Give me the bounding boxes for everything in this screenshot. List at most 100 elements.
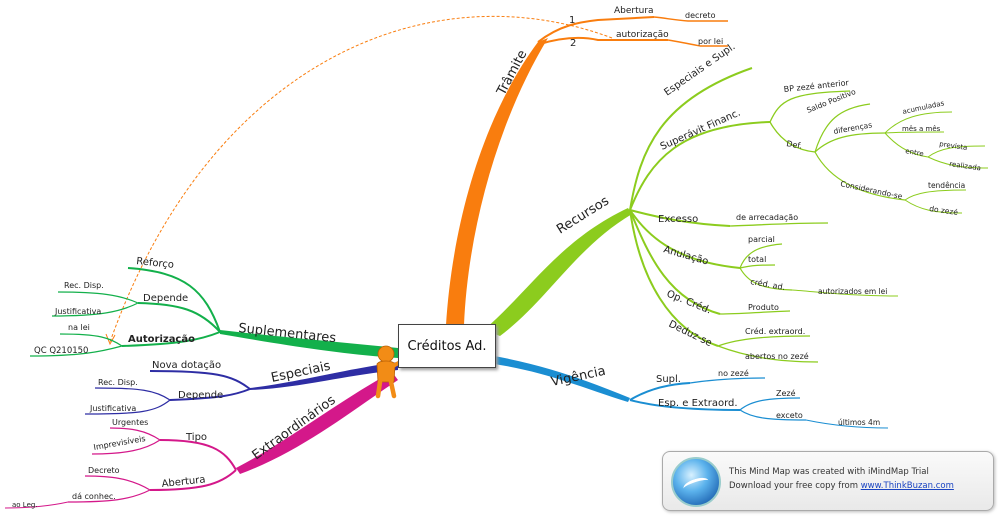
label-autorizacao-bold: Autorização xyxy=(128,334,195,345)
line-do-zeze xyxy=(904,199,963,214)
branch-vigencia: Vigência Supl. no zezé Esp. e Extraord. … xyxy=(494,356,889,429)
line-nova-dotacao xyxy=(149,370,251,390)
label-rec-disp: Rec. Disp. xyxy=(64,281,104,290)
line-mes-a-mes xyxy=(884,131,945,134)
line-acumuladas xyxy=(884,111,953,134)
label-autorizados-em-lei: autorizados em lei xyxy=(818,287,887,296)
especiais-main-branch xyxy=(250,362,398,390)
line-cred-ad xyxy=(739,267,793,291)
line-tipo xyxy=(159,439,237,471)
line-ao-leg xyxy=(4,501,69,509)
label-parcial: parcial xyxy=(748,235,775,244)
line-autorizados-em-lei xyxy=(791,289,899,297)
trial-download-prefix: Download your free copy from xyxy=(729,481,859,491)
arrowhead-icon xyxy=(105,333,116,346)
label-de-arrecadacao: de arrecadação xyxy=(736,213,798,222)
label-tendencia: tendência xyxy=(928,181,965,190)
label-abertura: Abertura xyxy=(614,6,654,16)
line-op-cred xyxy=(629,209,721,315)
label-abertos-no-zeze: abertos no zezé xyxy=(745,351,809,361)
label-no-zeze: no zezé xyxy=(718,368,749,378)
label-justificativa: Justificativa xyxy=(54,307,101,316)
central-topic-label: Créditos Ad. xyxy=(407,338,487,354)
label-justificativa2: Justificativa xyxy=(89,404,136,413)
label-deduz-se: Deduz-se xyxy=(667,319,714,349)
recursos-main-branch xyxy=(484,208,632,336)
imindmap-logo-icon xyxy=(671,457,721,507)
label-tramite-1: 1 xyxy=(569,15,575,26)
label-tipo: Tipo xyxy=(185,432,207,443)
label-esp-extraord: Esp. e Extraord. xyxy=(658,398,738,409)
extraordinarios-main-branch xyxy=(236,372,398,474)
label-abertura2: Abertura xyxy=(161,474,206,490)
label-acumuladas: acumuladas xyxy=(902,99,946,116)
central-topic: Créditos Ad. xyxy=(398,324,496,368)
line-supl xyxy=(629,382,691,401)
tramite-line-2 xyxy=(539,36,668,45)
branch-recursos: Recursos Especiais e Supl. Superávit Fin… xyxy=(484,41,989,363)
label-prevista: prevista xyxy=(939,140,968,152)
dashed-relationship-arrow xyxy=(109,15,613,343)
label-entre: entre xyxy=(905,147,925,158)
tramite-line-1 xyxy=(537,16,655,43)
line-no-zeze xyxy=(689,377,766,384)
label-decreto2: Decreto xyxy=(88,466,120,475)
label-op-cred: Op. Créd. xyxy=(665,288,713,317)
line-ultimos-4m xyxy=(805,419,889,429)
branch-extraordinarios: Extraordinários Tipo Urgentes Imprevisív… xyxy=(4,372,398,509)
label-nova-dotacao: Nova dotação xyxy=(152,360,221,371)
line-abertura2 xyxy=(149,469,237,491)
label-depende: Depende xyxy=(143,293,188,304)
label-na-lei: na lei xyxy=(68,323,90,332)
label-ao-leg: ao Leg. xyxy=(12,501,38,509)
line-rec-disp2 xyxy=(94,387,171,401)
trial-message: This Mind Map was created with iMindMap … xyxy=(729,467,929,477)
label-urgentes: Urgentes xyxy=(112,418,148,427)
line-anulacao xyxy=(629,209,741,269)
line-deduz-se xyxy=(629,209,719,347)
thinkbuzan-link[interactable]: www.ThinkBuzan.com xyxy=(860,481,954,491)
label-por-lei: por lei xyxy=(698,37,723,46)
line-abertos-no-zeze xyxy=(717,345,819,363)
line-entre xyxy=(884,132,929,158)
label-zeze: Zezé xyxy=(776,388,796,398)
line-produto xyxy=(719,310,791,315)
line-reforco xyxy=(127,267,221,333)
line-realizada xyxy=(927,156,989,169)
line-esp-extraord xyxy=(629,399,741,411)
label-excesso: Excesso xyxy=(658,214,698,225)
line-def xyxy=(769,121,816,153)
line-considerando-se xyxy=(814,151,906,201)
label-realizada: realizada xyxy=(949,160,982,172)
label-depende2: Depende xyxy=(178,390,223,401)
line-exceto xyxy=(739,409,807,421)
label-exceto: exceto xyxy=(776,411,803,420)
tramite-main-branch xyxy=(446,38,548,325)
label-saldo-positivo: Saldo Positivo xyxy=(805,87,857,115)
line-cred-extraord xyxy=(717,335,811,347)
line-total xyxy=(739,264,776,269)
label-anulacao: Anulação xyxy=(662,244,709,267)
label-ultimos-4m: últimos 4m xyxy=(838,418,880,427)
line-justificativa2 xyxy=(84,399,171,415)
line-especiais-supl xyxy=(629,67,753,211)
line-zeze xyxy=(739,397,801,411)
line-depende xyxy=(137,302,221,333)
line-tendencia xyxy=(904,189,967,201)
line-imprevisiveis xyxy=(91,439,161,455)
suplementares-main-branch xyxy=(220,330,398,358)
branch-suplementares: Suplementares Reforço Depende Rec. Disp.… xyxy=(29,256,398,358)
line-da-conhec xyxy=(67,489,151,503)
label-autorizacao: autorização xyxy=(616,30,669,40)
branch-especiais: Especiais Nova dotação Depende Rec. Disp… xyxy=(84,359,398,415)
label-def: Def. xyxy=(786,139,803,151)
line-prevista xyxy=(927,145,986,158)
label-rec-disp2: Rec. Disp. xyxy=(98,378,138,387)
line-bp-zeze xyxy=(769,90,851,123)
line-qc xyxy=(29,345,123,357)
line-urgentes xyxy=(109,427,161,441)
label-reforco: Reforço xyxy=(136,256,175,271)
line-na-lei xyxy=(59,333,123,347)
trial-banner: This Mind Map was created with iMindMap … xyxy=(662,451,994,511)
